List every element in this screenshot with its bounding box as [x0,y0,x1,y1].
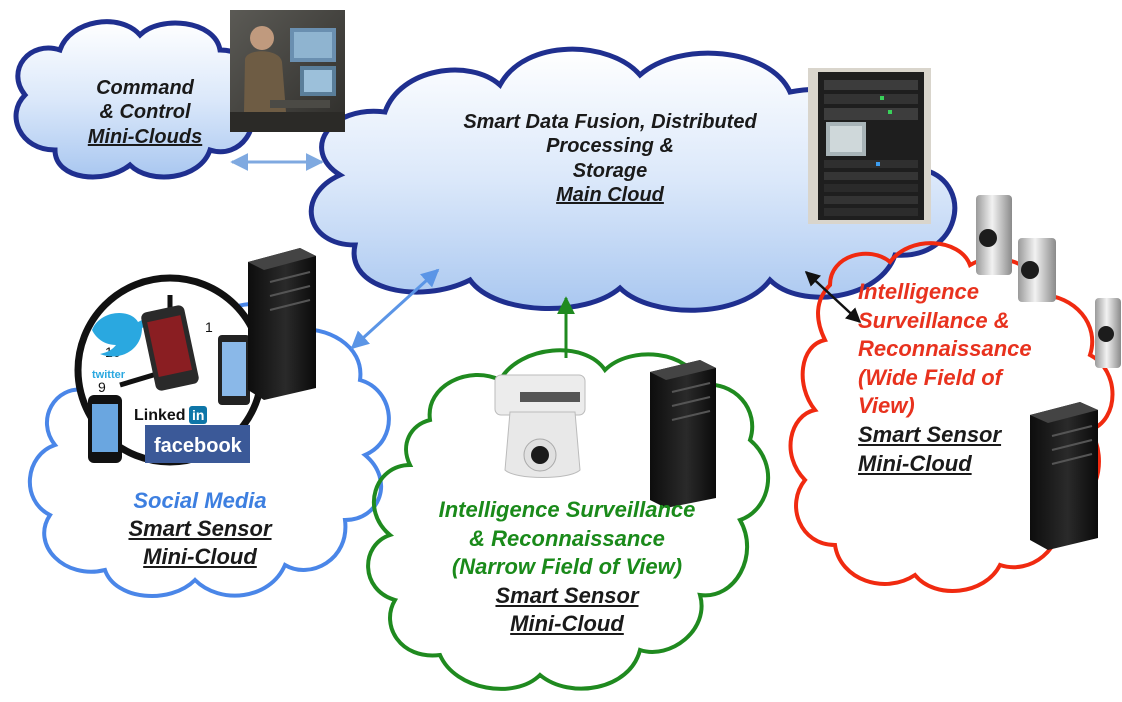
narrow-cloud-label: Intelligence Surveillance & Reconnaissan… [392,496,742,639]
wide-line-5: View) [858,393,915,419]
wide-cloud-label: Intelligence Surveillance & Reconnaissan… [858,278,1088,478]
narrow-line-2: & Reconnaissance [469,525,665,551]
command-line-1: Command [96,77,194,99]
facebook-wordmark: facebook [154,435,243,457]
narrow-cloud-shape [366,348,770,691]
linkedin-wordmark: Linked [134,407,186,424]
main-line-3: Storage [572,159,648,182]
bullet-camera-icon-1 [976,195,1012,275]
twitter-icon: twitter [92,312,152,381]
clock-numeral-1: 1 [205,319,213,335]
narrow-line-3: (Narrow Field of View) [451,554,683,580]
command-line-2: & Control [99,101,191,124]
wide-line-4: (Wide Field of [858,364,1003,390]
main-cloud-label: Smart Data Fusion, Distributed Processin… [410,110,810,208]
narrow-line-4: Smart Sensor [495,582,639,608]
main-line-1: Smart Data Fusion, Distributed [463,111,757,133]
linkedin-in-mark: in [192,407,204,423]
clock-numeral-9: 9 [98,379,106,395]
bullet-camera-icon-3 [1095,298,1121,368]
smartphone-icon [141,305,199,391]
narrow-line-1: Intelligence Surveillance [438,497,696,522]
command-line-3: Mini-Clouds [87,125,203,148]
tower-pc-icon-wide [1030,402,1098,550]
ptz-camera-icon [494,374,586,478]
wide-line-2: Surveillance & [858,307,1010,333]
server-rack-photo [808,68,931,224]
wide-main-connector [804,270,862,324]
facebook-icon: facebook [145,425,250,463]
social-media-collage: 10 9 7 1 twitter Linked in f [74,274,266,466]
iphone-icon [88,395,122,463]
bullet-camera-icon-2 [1018,238,1056,302]
twitter-wordmark: twitter [92,369,126,381]
linkedin-icon: Linked in [134,406,207,424]
wide-line-6: Smart Sensor [858,421,1002,447]
tower-pc-icon-social [248,248,316,400]
narrow-line-5: Mini-Cloud [510,611,624,637]
wide-line-7: Mini-Cloud [858,450,972,476]
wide-line-1: Intelligence [858,279,980,304]
social-line-1: Social Media [133,488,267,513]
social-line-2: Smart Sensor [128,516,272,542]
main-line-4: Main Cloud [556,184,664,207]
social-cloud-label: Social Media Smart Sensor Mini-Cloud [75,487,325,571]
tower-pc-icon-narrow [650,360,716,508]
wide-line-3: Reconnaissance [858,336,1032,362]
social-line-3: Mini-Cloud [143,544,257,570]
main-line-2: Processing & [546,135,674,158]
social-main-connector [350,268,440,350]
main-cloud-shape [308,46,958,313]
command-cloud-label: Command & Control Mini-Clouds [60,76,230,149]
operator-workstation-photo [230,10,345,132]
